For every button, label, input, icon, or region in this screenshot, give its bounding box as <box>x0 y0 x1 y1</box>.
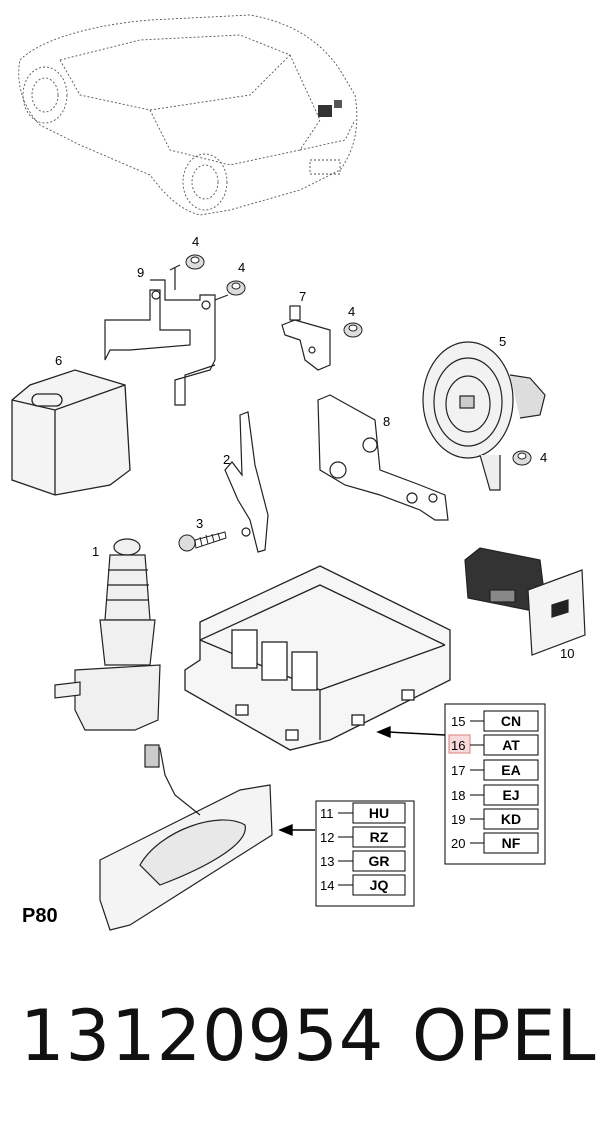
table-right-num: 19 <box>451 812 465 827</box>
connector-table-left: 11 HU 12 RZ 13 GR 14 JQ <box>315 800 415 907</box>
callout-7: 7 <box>299 289 306 304</box>
callout-8: 8 <box>383 414 390 429</box>
switch-panel <box>99 744 273 931</box>
strip-part-2 <box>224 411 269 553</box>
table-right-row-1: 15 CN <box>451 710 539 732</box>
table-right-row-5: 19 KD <box>451 808 539 830</box>
actuator-part-1 <box>54 538 161 731</box>
nut-part-4d <box>512 450 532 466</box>
bracket-part-7 <box>281 305 331 371</box>
nut-part-4a <box>185 254 205 270</box>
switch-part-10 <box>464 547 586 656</box>
callout-1: 1 <box>92 544 99 559</box>
table-right-num: 18 <box>451 788 465 803</box>
callout-10: 10 <box>560 646 574 661</box>
nut-part-4c <box>343 322 363 338</box>
table-left-code: JQ <box>370 877 389 893</box>
screw-part-3 <box>178 531 227 552</box>
control-module <box>184 565 451 751</box>
parts-diagram: 1 2 3 4 4 4 4 5 6 7 8 9 10 15 CN 16 AT 1… <box>11 14 586 931</box>
table-left-num: 11 <box>320 806 334 821</box>
arrow-to-module <box>376 725 446 739</box>
table-right-code: AT <box>502 737 520 753</box>
table-right-num: 16 <box>451 738 465 753</box>
callout-4c: 4 <box>348 304 355 319</box>
table-right-row-6: 20 NF <box>451 832 539 854</box>
horn-part-5 <box>422 341 546 491</box>
car-outline <box>18 14 358 216</box>
table-right-num: 20 <box>451 836 465 851</box>
callout-4b: 4 <box>238 260 245 275</box>
table-left-row-1: 11 HU <box>320 802 406 824</box>
callout-6: 6 <box>55 353 62 368</box>
table-left-num: 12 <box>320 830 334 845</box>
page-label: P80 <box>22 905 58 927</box>
part-number: 13120954 <box>20 995 385 1077</box>
callout-5: 5 <box>499 334 506 349</box>
table-right-num: 15 <box>451 714 465 729</box>
highlight-marker <box>448 734 471 754</box>
callout-4d: 4 <box>540 450 547 465</box>
table-left-row-4: 14 JQ <box>320 874 406 896</box>
table-left-code: HU <box>369 805 389 821</box>
table-right-code: EJ <box>502 787 519 803</box>
car-trunk-module <box>318 100 342 117</box>
table-left-row-3: 13 GR <box>320 850 406 872</box>
table-left-num: 13 <box>320 854 334 869</box>
table-right-code: CN <box>501 713 521 729</box>
table-right-row-4: 18 EJ <box>451 784 539 806</box>
callout-2: 2 <box>223 452 230 467</box>
table-right-code: KD <box>501 811 521 827</box>
table-left-code: RZ <box>370 829 389 845</box>
callout-9: 9 <box>137 265 144 280</box>
arrow-to-panel <box>278 823 315 837</box>
cover-part-6 <box>11 369 131 496</box>
table-right-row-3: 17 EA <box>451 759 539 781</box>
table-right-code: EA <box>501 762 520 778</box>
nut-part-4b <box>226 280 246 296</box>
bracket-part-8 <box>317 394 449 521</box>
connector-table-right: 15 CN 16 AT 17 EA 18 EJ 19 KD <box>444 703 546 865</box>
callout-4a: 4 <box>192 234 199 249</box>
table-left-code: GR <box>369 853 390 869</box>
table-right-row-2: 16 AT <box>448 734 539 756</box>
table-right-num: 17 <box>451 763 465 778</box>
bracket-part-9 <box>104 264 229 406</box>
table-left-row-2: 12 RZ <box>320 826 406 848</box>
footer: 13120954 OPEL <box>0 995 600 1085</box>
table-left-num: 14 <box>320 878 334 893</box>
table-right-code: NF <box>502 835 521 851</box>
brand-name: OPEL <box>412 995 597 1077</box>
callout-3: 3 <box>196 516 203 531</box>
